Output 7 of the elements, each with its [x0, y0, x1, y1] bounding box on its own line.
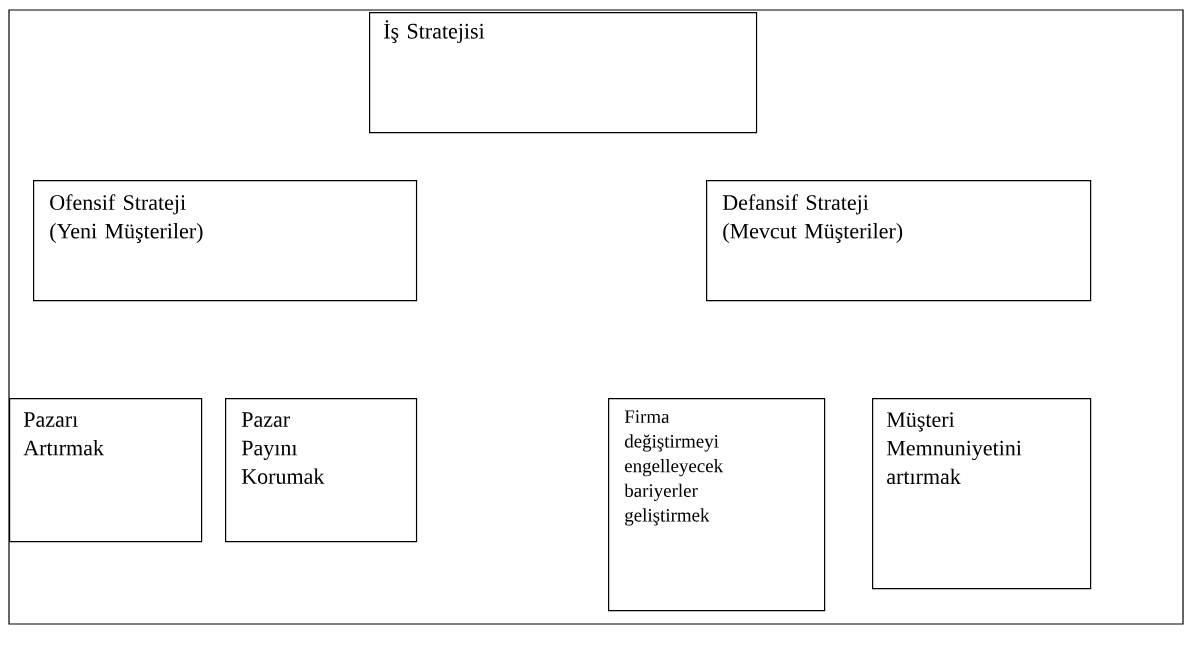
text-box: Firma değiştirmeyi engelleyecek bariyerler geliştirmek	[608, 398, 826, 612]
text-box: Ofensif Strateji (Yeni Müşteriler)	[33, 180, 418, 302]
text-box: Müşteri Memnuniyetini artırmak	[872, 398, 1092, 590]
text-box: İş Stratejisi	[369, 12, 758, 134]
text-box: Pazarı Artırmak	[9, 398, 203, 543]
text-box: Pazar Payını Korumak	[225, 398, 418, 543]
text-box: Defansif Strateji (Mevcut Müşteriler)	[706, 180, 1092, 302]
